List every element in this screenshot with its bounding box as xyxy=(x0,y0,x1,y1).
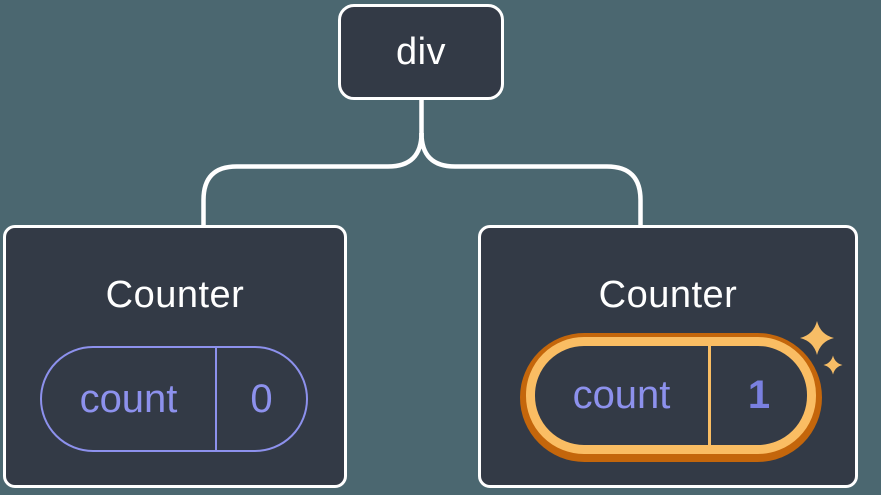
state-pill: count 0 xyxy=(40,346,308,452)
root-node-label: div xyxy=(395,30,447,73)
counter-title: Counter xyxy=(598,274,738,316)
counter-node-left: Counter count 0 xyxy=(3,225,347,488)
state-key: count xyxy=(42,348,217,450)
sparkles-icon xyxy=(800,321,843,375)
state-value: 0 xyxy=(250,376,273,421)
connector-branch-right xyxy=(419,132,643,227)
sparkle-large xyxy=(800,321,834,355)
root-node: div xyxy=(338,4,504,100)
state-value: 1 xyxy=(747,373,771,417)
state-pill-highlight-ring: count 1 xyxy=(520,333,822,462)
sparkle-small xyxy=(823,355,843,375)
connector-branch-left xyxy=(201,132,424,227)
counter-node-right: Counter count 1 xyxy=(478,225,858,488)
state-key: count xyxy=(535,346,711,445)
state-pill-highlighted: count 1 xyxy=(526,337,816,454)
counter-title: Counter xyxy=(105,274,245,316)
